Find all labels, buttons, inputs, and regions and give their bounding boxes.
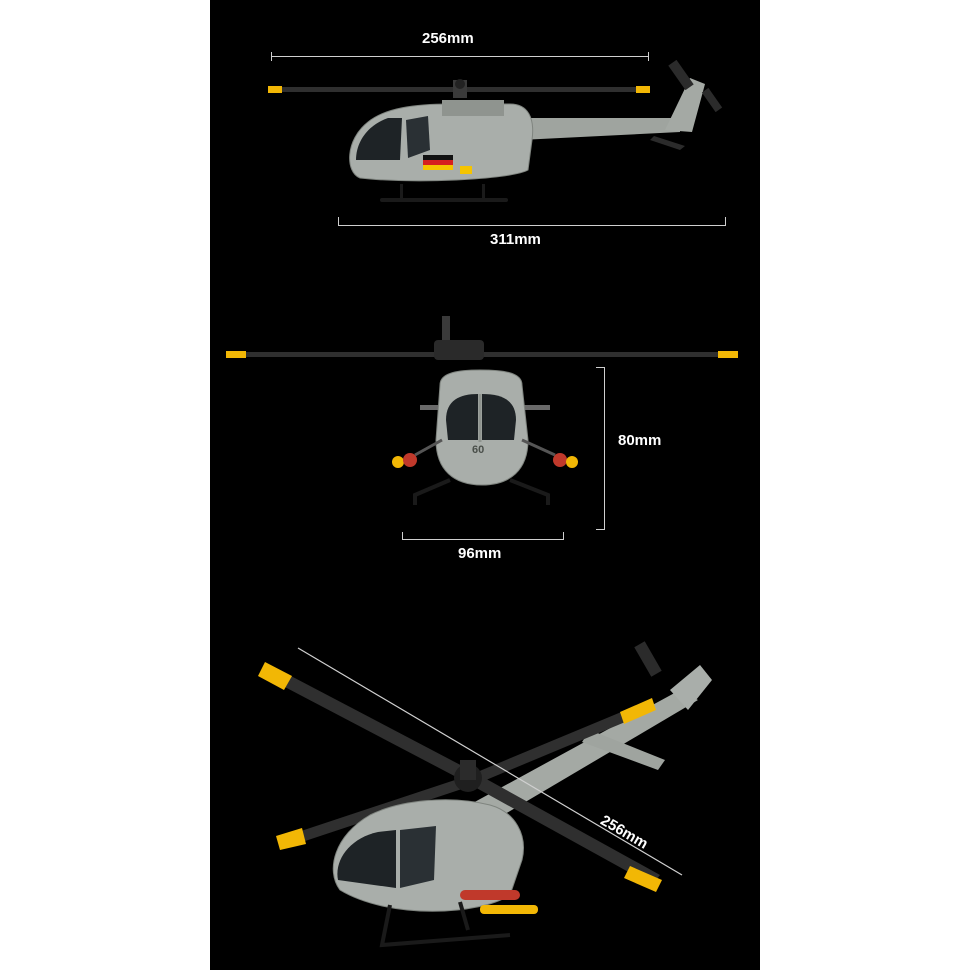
side-length-dimension-line: [338, 225, 726, 226]
side-length-dimension-tick-left: [338, 217, 339, 226]
front-width-dimension-tick-right: [563, 532, 564, 540]
side-length-dimension-tick-right: [725, 217, 726, 226]
perspective-view: [258, 641, 712, 948]
side-rotor-dimension-line: [271, 56, 649, 57]
side-rotor-dimension-label: 256mm: [422, 30, 474, 47]
product-image-panel: 256mm 311mm 80mm 96mm 256mm 60: [210, 0, 760, 970]
front-width-dimension-label: 96mm: [458, 545, 502, 562]
side-view: [268, 59, 723, 202]
front-tail-number: 60: [472, 444, 485, 456]
perspective-dimension-line: [297, 647, 683, 876]
front-view: [226, 316, 738, 505]
front-height-dimension-label: 80mm: [618, 432, 662, 449]
side-rotor-dimension-tick-left: [271, 52, 272, 61]
front-height-dimension-tick-top: [596, 367, 605, 368]
front-width-dimension-tick-left: [402, 532, 403, 540]
helicopter-illustration: [226, 59, 738, 948]
side-rotor-dimension-tick-right: [648, 52, 649, 61]
side-length-dimension-label: 311mm: [490, 231, 541, 248]
front-height-dimension-tick-bottom: [596, 529, 605, 530]
front-width-dimension-line: [402, 539, 564, 540]
front-height-dimension-line: [604, 367, 605, 530]
